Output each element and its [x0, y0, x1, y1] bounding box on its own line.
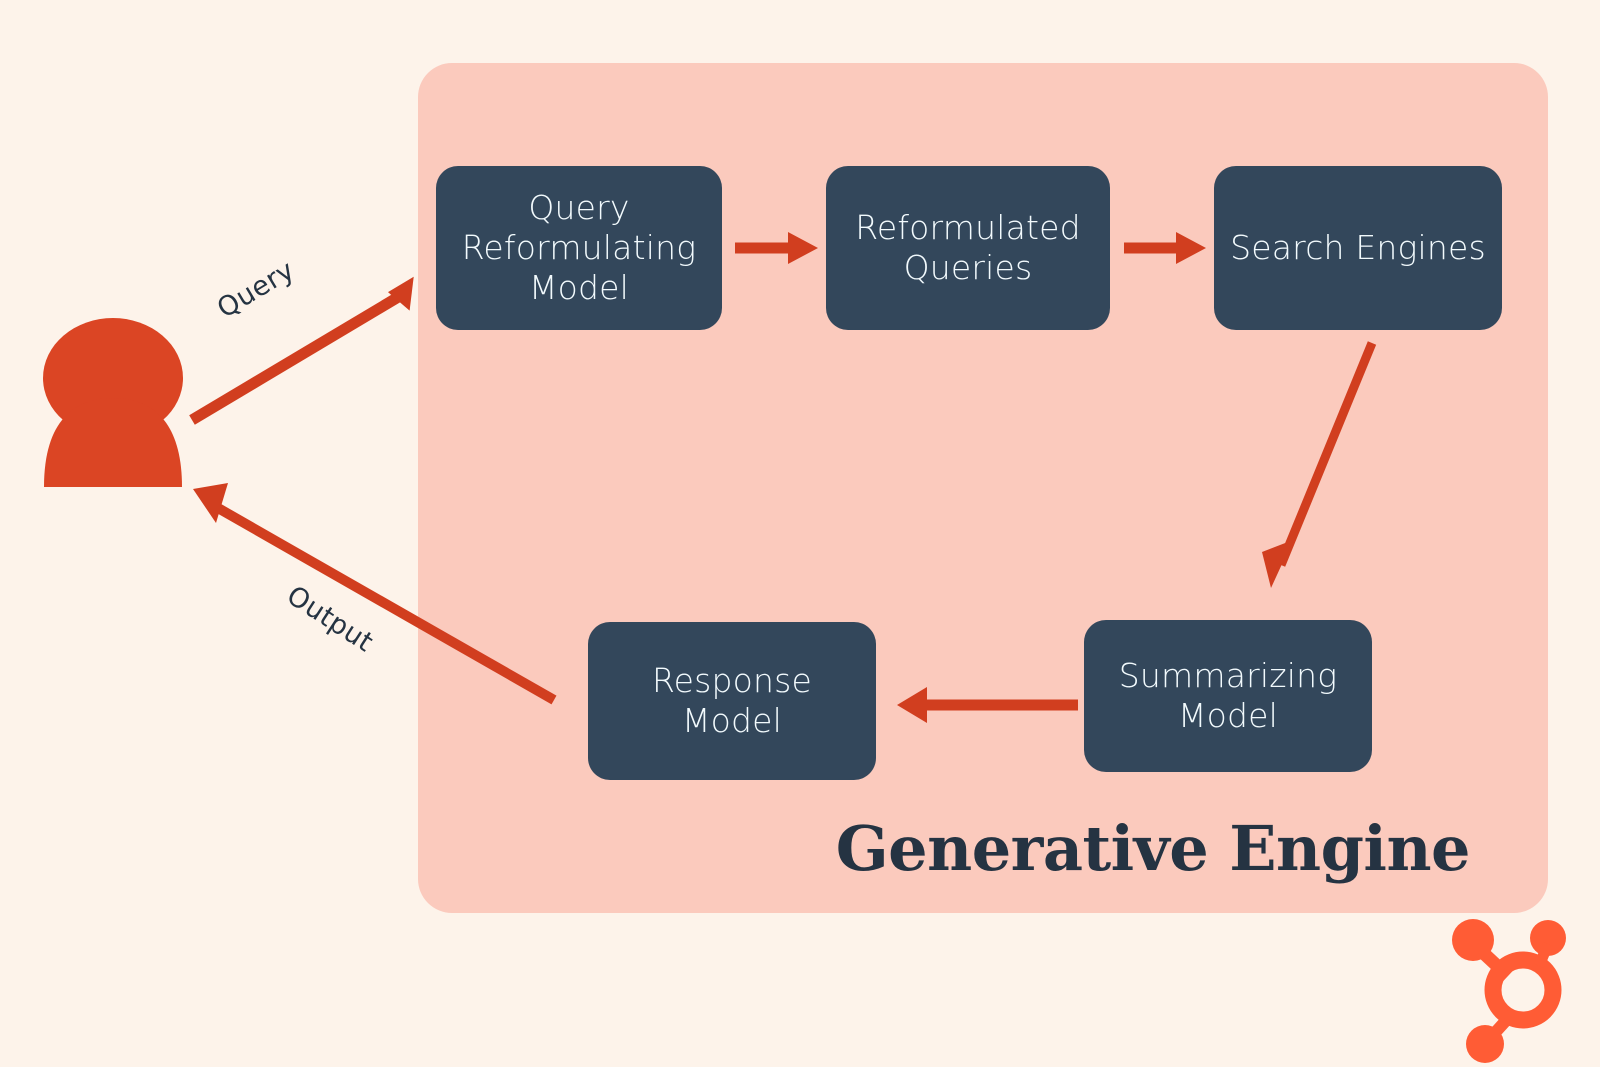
hubspot-sprocket-icon	[1452, 919, 1566, 1063]
arrow-query-to-reformulated	[735, 232, 818, 264]
node-response-model[interactable]: Response Model	[588, 622, 876, 780]
node-search-engines[interactable]: Search Engines	[1214, 166, 1502, 330]
node-label: Summarizing Model	[1118, 655, 1338, 735]
person-icon	[43, 318, 183, 487]
edge-label-query: Query	[212, 254, 301, 325]
node-reformulated-queries[interactable]: Reformulated Queries	[826, 166, 1110, 330]
arrow-output	[193, 483, 557, 705]
node-summarizing-model[interactable]: Summarizing Model	[1084, 620, 1372, 772]
node-label: Response Model	[651, 660, 813, 740]
arrow-search-to-summarizing	[1262, 341, 1377, 588]
node-label: Query Reformulating Model	[461, 187, 697, 308]
node-label: Reformulated Queries	[855, 207, 1081, 287]
arrow-query	[189, 276, 414, 425]
arrow-reformulated-to-search	[1124, 232, 1206, 264]
node-label: Search Engines	[1230, 227, 1486, 267]
node-query-reformulating-model[interactable]: Query Reformulating Model	[436, 166, 722, 330]
arrow-summarizing-to-response	[897, 687, 1078, 723]
generative-engine-title: Generative Engine	[835, 812, 1471, 885]
